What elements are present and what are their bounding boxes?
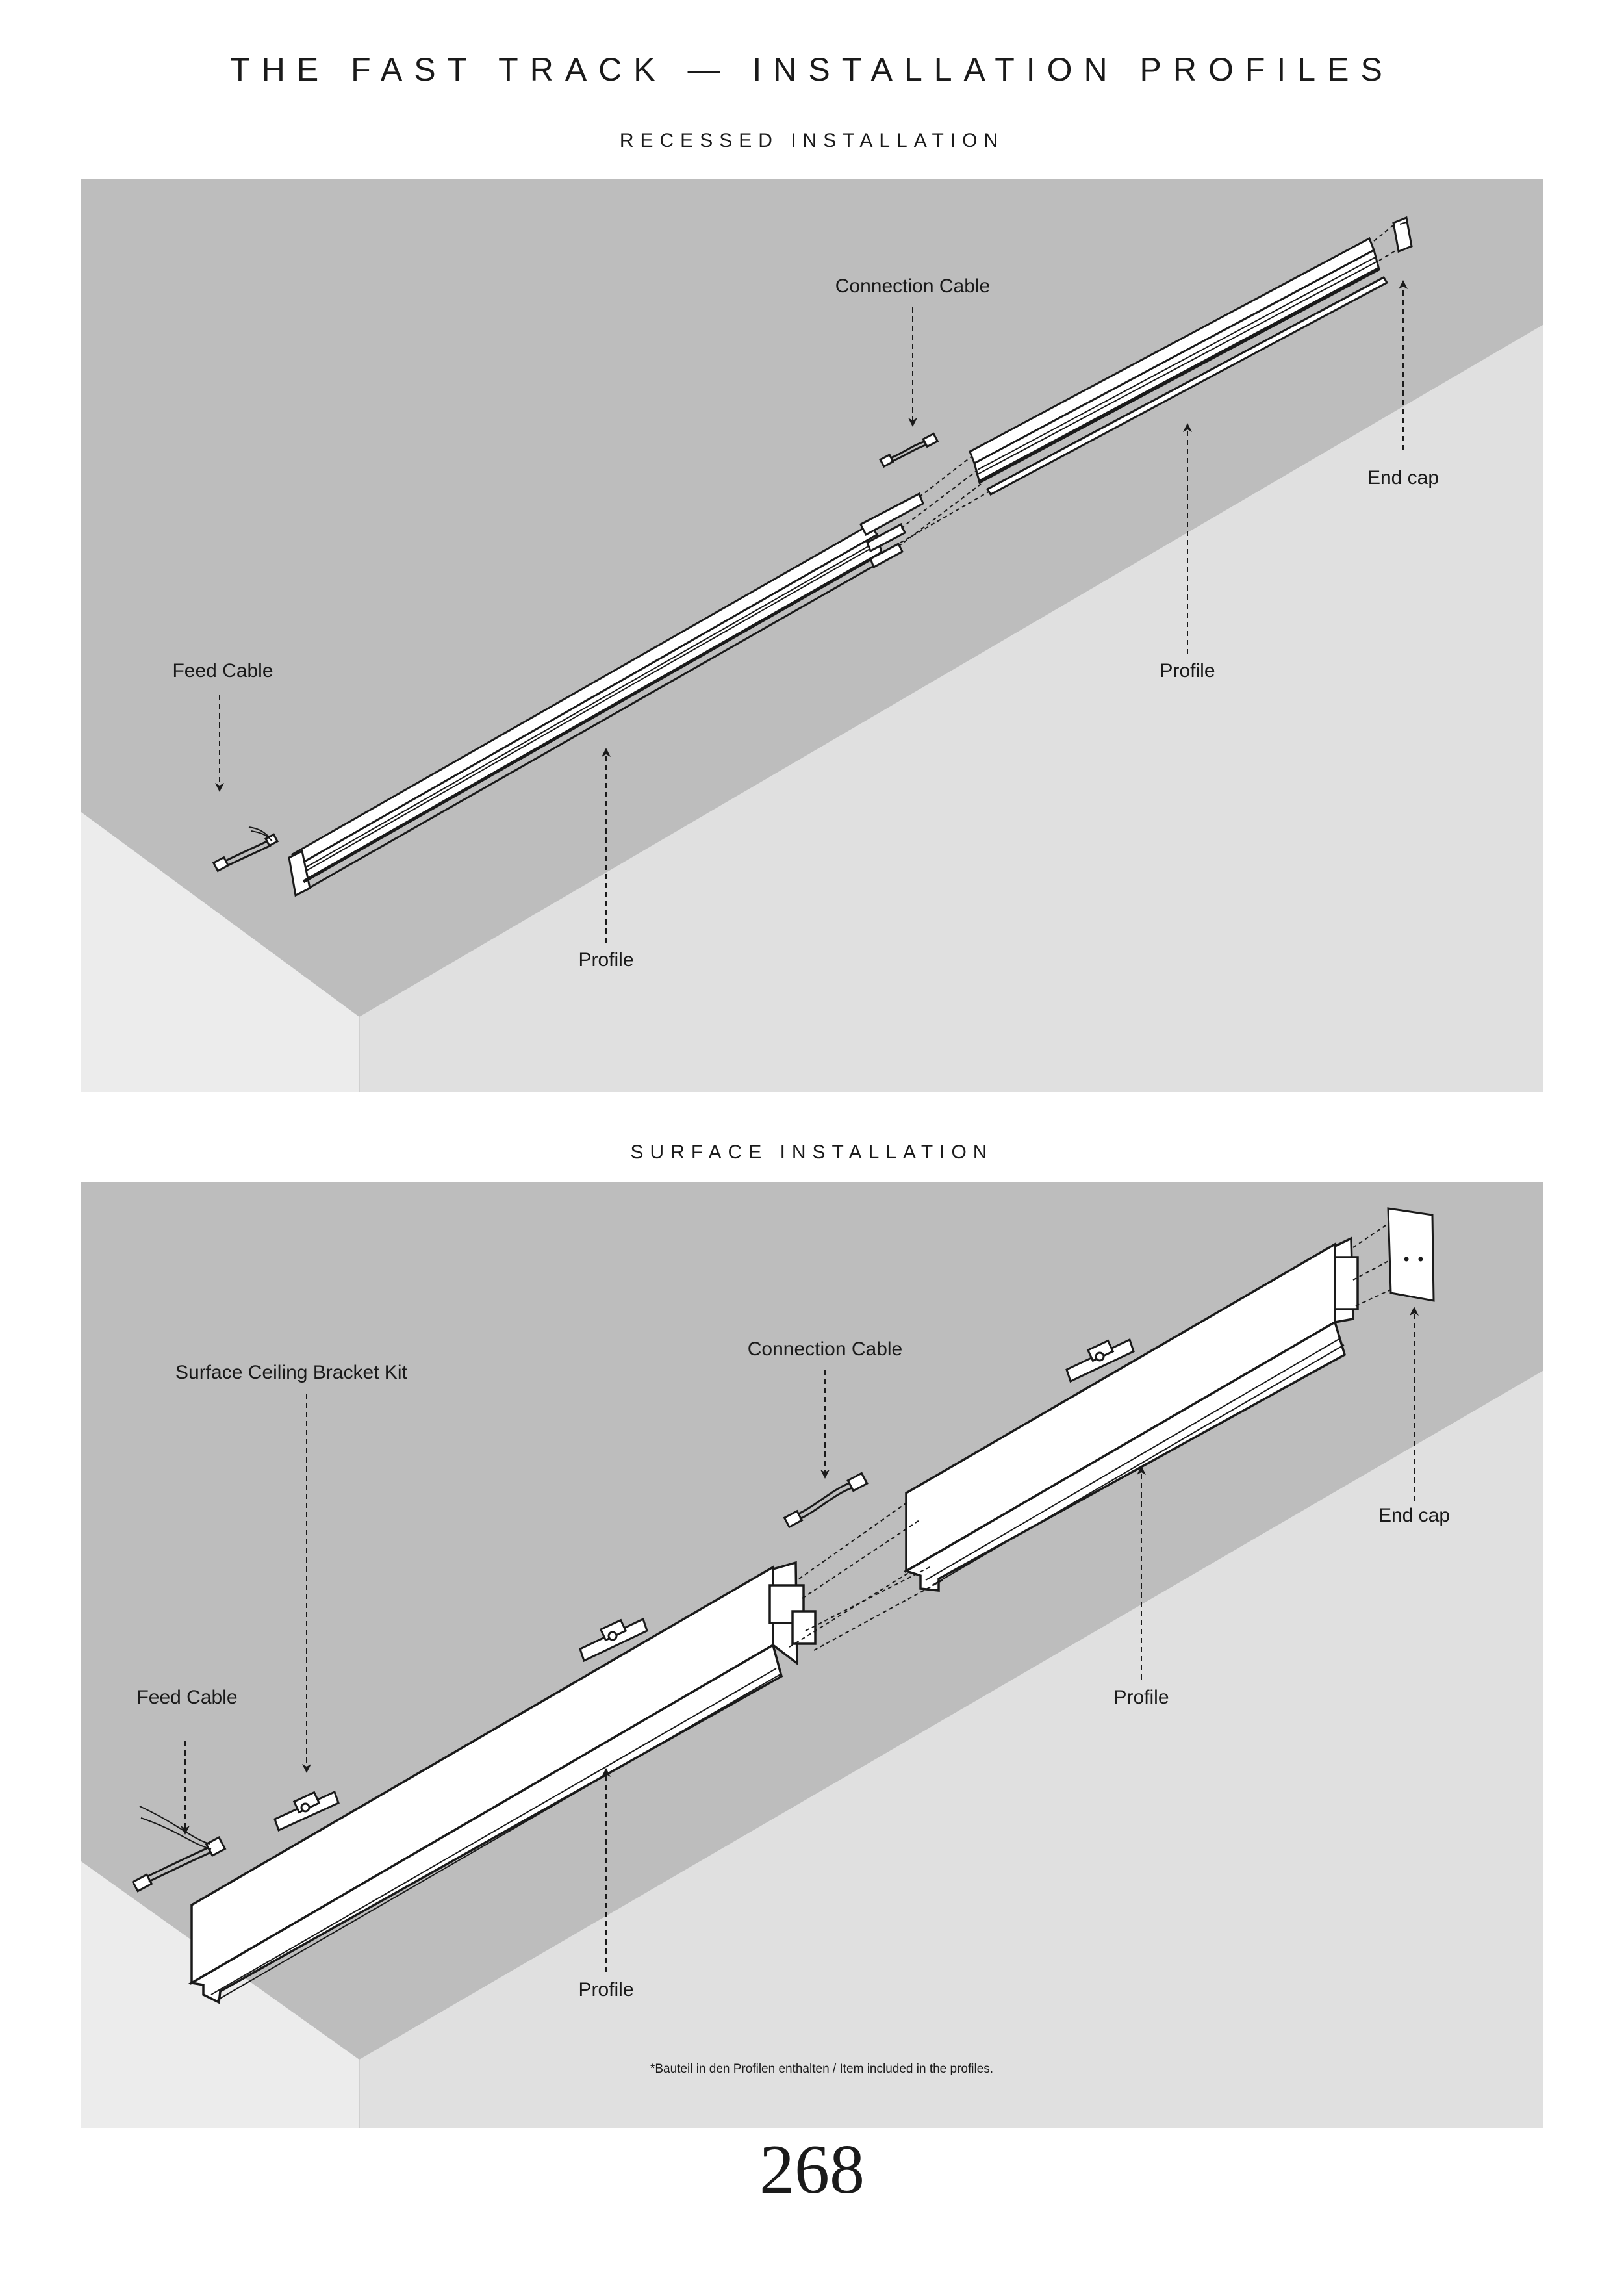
surface-bracket-middle (579, 1617, 648, 1663)
recessed-profile-left (288, 492, 924, 897)
recessed-feed-cable (212, 826, 279, 873)
surface-feed-cable (131, 1806, 227, 1893)
surface-profile-left-label: Profile (578, 1979, 633, 2000)
recessed-feed-cable-label: Feed Cable (172, 660, 273, 682)
surface-feed-cable-label: Feed Cable (136, 1687, 237, 1708)
surface-profile-right-label: Profile (1113, 1687, 1169, 1708)
surface-section-title: SURFACE INSTALLATION (630, 1142, 994, 1163)
page-number: 268 (759, 2131, 865, 2208)
recessed-end-cap (1392, 216, 1413, 253)
right-wall-plane (359, 1371, 1543, 2128)
surface-bracket-left (273, 1790, 340, 1832)
recessed-profile-right (969, 236, 1389, 496)
surface-connection-cable (783, 1472, 869, 1529)
surface-footnote: *Bauteil in den Profilen enthalten / Ite… (650, 2062, 993, 2076)
surface-alignment-lines (789, 1500, 946, 1651)
recessed-connection-cable (879, 432, 939, 468)
left-wall-plane (81, 812, 359, 1092)
surface-bracket-kit-label: Surface Ceiling Bracket Kit (175, 1362, 407, 1383)
surface-diagram-panel: Surface Ceiling Bracket Kit Connection C… (81, 1182, 1543, 2128)
surface-end-cap-label: End cap (1378, 1505, 1450, 1526)
page-title: THE FAST TRACK — INSTALLATION PROFILES (230, 51, 1394, 88)
recessed-section-title: RECESSED INSTALLATION (619, 130, 1005, 151)
right-wall-plane (359, 325, 1543, 1092)
recessed-diagram-panel: Connection Cable End cap Profile Feed Ca… (81, 179, 1543, 1092)
surface-bracket-right (1065, 1338, 1135, 1383)
recessed-end-cap-label: End cap (1367, 467, 1439, 489)
surface-profile-right (903, 1236, 1359, 1592)
recessed-profile-left-label: Profile (578, 949, 633, 971)
recessed-alignment-lines (881, 456, 989, 554)
surface-end-cap (1387, 1207, 1435, 1302)
recessed-profile-right-label: Profile (1160, 660, 1215, 682)
surface-profile-left (188, 1561, 817, 2004)
surface-connection-cable-label: Connection Cable (748, 1338, 903, 1360)
recessed-connection-cable-label: Connection Cable (835, 275, 991, 297)
